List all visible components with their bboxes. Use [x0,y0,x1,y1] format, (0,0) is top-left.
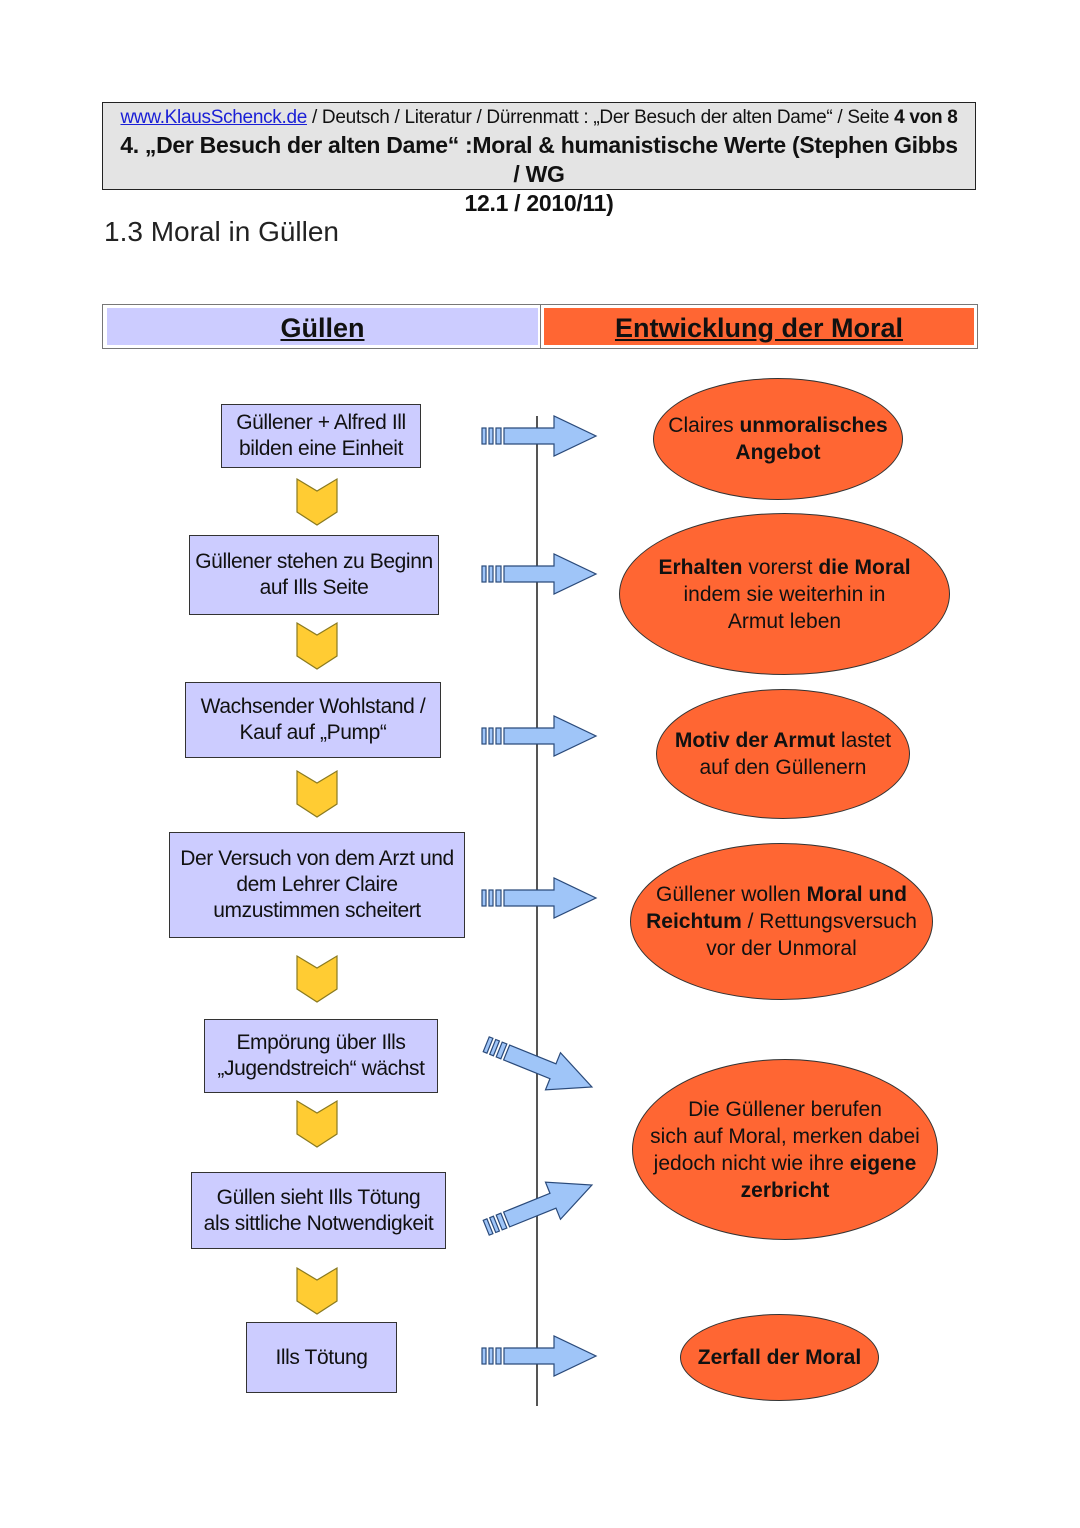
step-text: Wachsender Wohlstand / [200,695,426,718]
outcome-ellipse: Claires unmoralisches Angebot [653,378,903,500]
outcome-text: Die Güllener berufen [688,1097,882,1121]
block-arrow-right-icon [482,1036,594,1091]
document-title: 4. „Der Besuch der alten Dame“ :Moral & … [115,131,963,218]
website-link[interactable]: www.KlausSchenck.de [120,107,307,128]
column-header-moral: Entwicklung der Moral [544,308,974,345]
outcome-ellipse: Die Güllener berufen sich auf Moral, mer… [632,1059,938,1240]
outcome-bold-text: unmoralisches [739,414,888,437]
step-box: Güllener + Alfred Ill bilden eine Einheit [221,404,421,468]
step-box: Wachsender Wohlstand / Kauf auf „Pump“ [185,682,441,758]
document-header: www.KlausSchenck.de / Deutsch / Literatu… [102,102,976,216]
outcome-text: Armut leben [727,609,842,633]
block-arrow-right-icon [481,1335,598,1377]
page-total: 8 [947,107,958,128]
step-text: Güllener + Alfred Ill [236,411,406,434]
step-text: Güllen sieht Ills Tötung [216,1185,421,1209]
header-breadcrumb: www.KlausSchenck.de / Deutsch / Literatu… [103,107,975,129]
page-current: 4 [894,107,905,128]
outcome-ellipse: Motiv der Armut lastet auf den Güllenern [656,689,910,819]
step-box: Güllener stehen zu Beginn auf Ills Seite [189,535,439,615]
chevron-down-icon [296,1099,338,1148]
outcome-text: sich auf Moral, merken dabei [650,1124,920,1148]
outcome-bold-text: zerbricht [740,1178,830,1202]
outcome-text: Claires [668,414,740,437]
step-box: Der Versuch von dem Arzt und dem Lehrer C… [169,832,465,938]
block-arrow-right-icon [481,715,598,757]
chevron-down-icon [296,769,338,818]
outcome-text: auf den Güllenern [699,756,867,779]
step-text: Ills Tötung [275,1345,368,1369]
step-text: umzustimmen scheitert [213,899,421,922]
step-box: Empörung über Ills „Jugendstreich“ wächst [204,1019,438,1093]
step-text: bilden eine Einheit [238,437,403,460]
outcome-ellipse: Erhalten vorerst die Moral indem sie wei… [619,513,950,675]
outcome-ellipse: Güllener wollen Moral und Reichtum / Ret… [630,843,933,1000]
step-text: Güllener stehen zu Beginn [195,550,433,573]
outcome-text: / Rettungsversuch [741,910,917,933]
chevron-down-icon [296,621,338,670]
chevron-down-icon [296,477,338,526]
outcome-bold-text: Erhalten [658,555,743,579]
step-text: dem Lehrer Claire [236,873,398,896]
step-box: Ills Tötung [246,1322,397,1393]
column-header-guellen: Güllen [107,308,538,345]
chevron-down-icon [296,954,338,1003]
outcome-bold-text: die Moral [818,555,911,579]
block-arrow-right-icon [481,877,598,919]
step-text: Der Versuch von dem Arzt und [180,847,454,870]
step-text: als sittliche Notwendigkeit [203,1211,434,1235]
outcome-bold-text: Angebot [735,441,821,464]
column-header-row: Güllen Entwicklung der Moral [102,304,978,349]
timeline-line [536,416,538,1406]
outcome-bold-text: Moral und [806,883,907,906]
step-text: Kauf auf „Pump“ [239,721,387,744]
outcome-bold-text: Zerfall der Moral [697,1346,862,1369]
outcome-text: vor der Unmoral [706,937,857,960]
outcome-bold-text: eigene [849,1151,917,1175]
step-text: „Jugendstreich“ wächst [217,1057,425,1080]
outcome-text: indem sie weiterhin in [683,582,886,606]
outcome-bold-text: Motiv der Armut [674,729,836,752]
outcome-text: jedoch nicht wie ihre [653,1151,850,1175]
breadcrumb-path: / Deutsch / Literatur / Dürrenmatt : „De… [307,107,895,128]
step-text: Empörung über Ills [236,1031,406,1054]
block-arrow-right-icon [481,415,598,457]
step-text: auf Ills Seite [259,576,369,599]
outcome-text: lastet [835,729,892,752]
outcome-bold-text: Reichtum [646,910,742,933]
outcome-ellipse: Zerfall der Moral [680,1314,879,1401]
document-title-line2: 12.1 / 2010/11) [464,190,614,216]
document-title-line1: 4. „Der Besuch der alten Dame“ :Moral & … [120,132,958,187]
section-title: 1.3 Moral in Güllen [104,216,340,247]
page-of: von [904,107,948,128]
column-divider [540,305,541,348]
chevron-down-icon [296,1266,338,1315]
outcome-text: vorerst [742,555,819,579]
outcome-text: Güllener wollen [656,883,807,906]
block-arrow-right-icon [482,1181,594,1236]
block-arrow-right-icon [481,553,598,595]
